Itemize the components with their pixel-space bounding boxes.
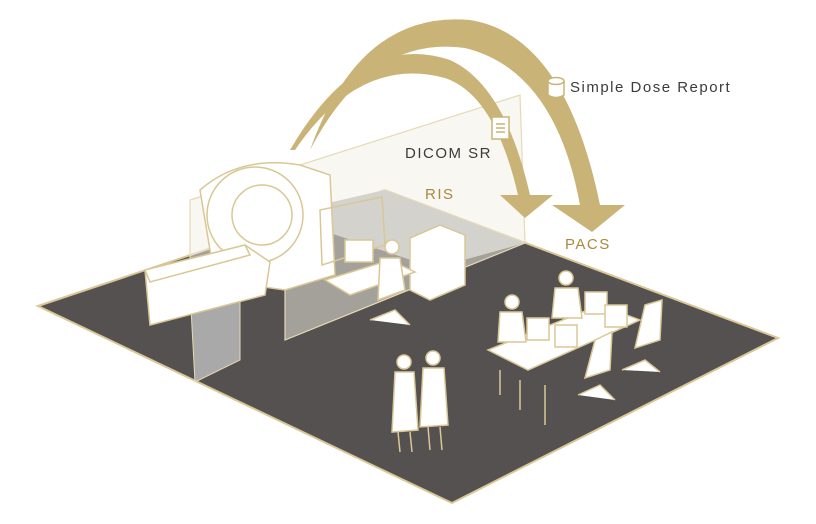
dicom-sr-arrow — [290, 54, 553, 218]
ris-workstation — [319, 196, 466, 326]
staff-figures — [391, 350, 449, 453]
simple-dose-report-label: Simple Dose Report — [570, 79, 732, 96]
ris-label: RIS — [425, 186, 455, 203]
document-icon — [491, 116, 510, 140]
dose-report-arrow — [310, 19, 625, 232]
pacs-label: PACS — [565, 236, 611, 253]
pacs-workstations — [486, 270, 663, 425]
ct-scanner — [143, 162, 336, 326]
dicom-sr-label: DICOM SR — [405, 145, 492, 162]
database-icon — [547, 76, 565, 99]
